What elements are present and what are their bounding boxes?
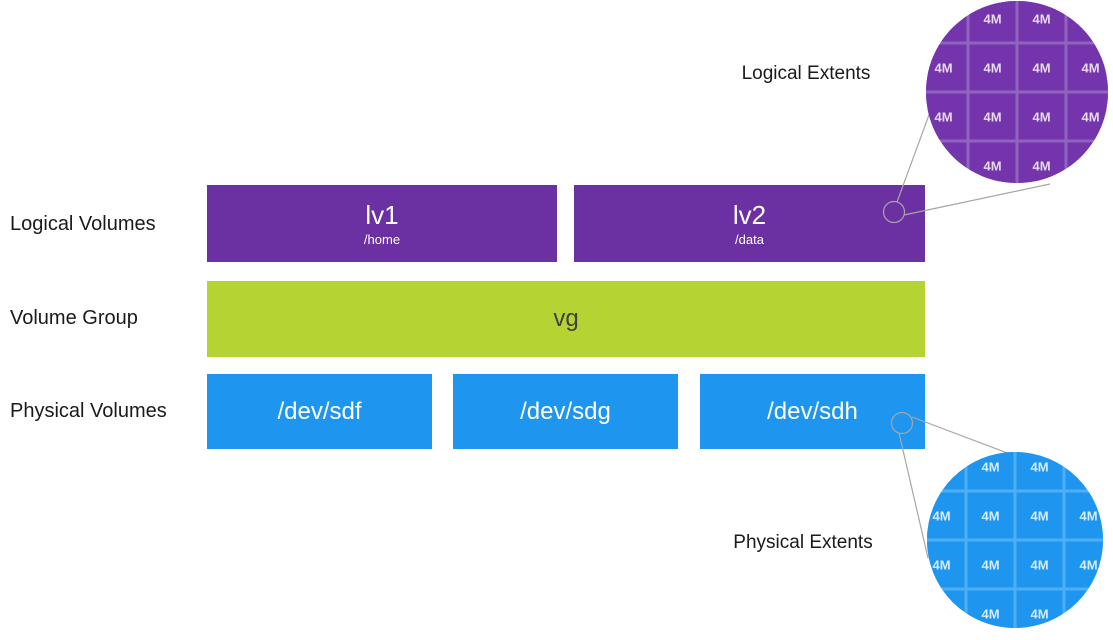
extent-cell: [926, 1, 967, 42]
physical-extents-label: Physical Extents: [733, 532, 873, 553]
logical-extents-label: Logical Extents: [741, 63, 871, 84]
extent-cell: 4M: [969, 44, 1016, 91]
extent-cell: 4M: [1018, 142, 1065, 183]
extent-cell: [1067, 1, 1108, 42]
lv1-name: lv1: [365, 200, 399, 230]
extent-cell: 4M: [1016, 492, 1063, 539]
extent-cell: 4M: [1016, 590, 1063, 628]
extent-cell: 4M: [1016, 541, 1063, 588]
extent-cell: 4M: [927, 541, 965, 588]
extent-cell: 4M: [1067, 93, 1108, 140]
logical-callout-line-lower: [903, 183, 1051, 216]
extent-cell: 4M: [967, 492, 1014, 539]
physical-volume-sdg: /dev/sdg: [453, 374, 678, 449]
row-label-physical-volumes: Physical Volumes: [10, 400, 167, 422]
logical-volume-lv1: lv1 /home: [207, 185, 557, 262]
extent-cell: [1065, 452, 1103, 490]
extent-cell: 4M: [967, 590, 1014, 628]
lv2-mountpoint: /data: [735, 232, 764, 247]
row-label-volume-group: Volume Group: [10, 307, 138, 329]
lv1-mountpoint: /home: [363, 232, 401, 247]
extent-cell: [927, 590, 965, 628]
extent-cell: [1065, 590, 1103, 628]
extent-cell: 4M: [1067, 44, 1108, 91]
extent-cell: 4M: [1065, 492, 1103, 539]
extent-cell: 4M: [967, 452, 1014, 490]
physical-volume-sdf: /dev/sdf: [207, 374, 432, 449]
sdg-name: /dev/sdg: [520, 397, 611, 425]
row-label-logical-volumes: Logical Volumes: [10, 213, 156, 235]
extent-cell: [926, 142, 967, 183]
volume-group-vg: vg: [207, 281, 925, 357]
extent-cell: 4M: [926, 44, 967, 91]
logical-volume-lv2: lv2 /data: [574, 185, 925, 262]
extent-cell: [927, 452, 965, 490]
extent-cell: 4M: [967, 541, 1014, 588]
extent-cell: 4M: [927, 492, 965, 539]
extent-cell: 4M: [1018, 44, 1065, 91]
physical-volume-sdh: /dev/sdh: [700, 374, 925, 449]
sdh-name: /dev/sdh: [767, 397, 858, 425]
lv2-name: lv2: [732, 200, 767, 230]
sdf-name: /dev/sdf: [277, 397, 362, 425]
extent-cell: 4M: [926, 93, 967, 140]
extent-cell: [1067, 142, 1108, 183]
extent-cell: 4M: [969, 142, 1016, 183]
extent-cell: 4M: [1065, 541, 1103, 588]
extent-cell: 4M: [969, 1, 1016, 42]
vg-name: vg: [553, 305, 579, 332]
extent-cell: 4M: [1016, 452, 1063, 490]
extent-cell: 4M: [969, 93, 1016, 140]
extent-cell: 4M: [1018, 93, 1065, 140]
extent-cell: 4M: [1018, 1, 1065, 42]
